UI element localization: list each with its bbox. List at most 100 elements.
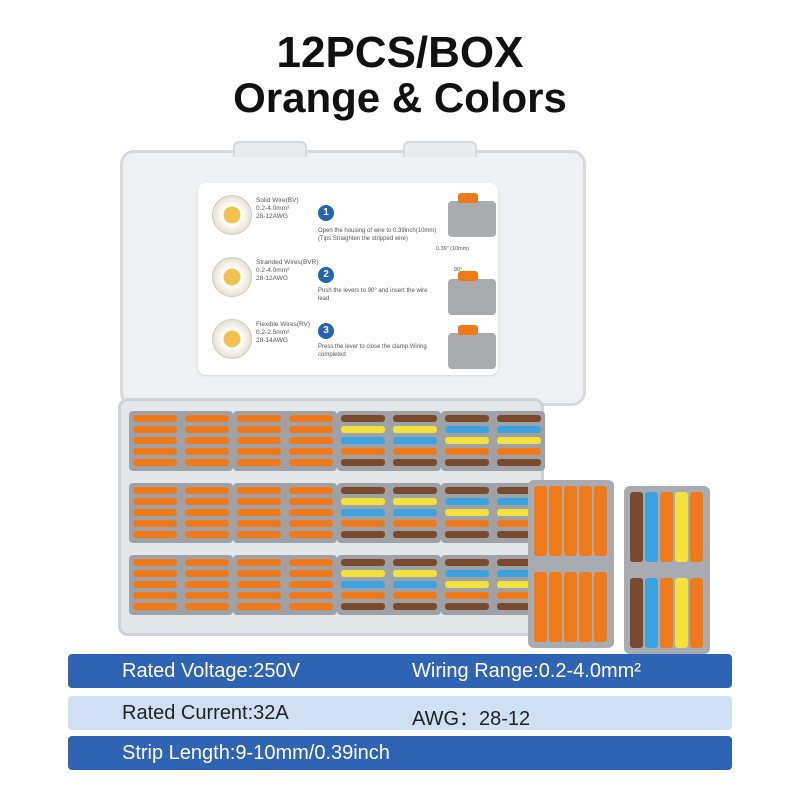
connector-lever — [675, 492, 688, 562]
connector-block — [337, 411, 441, 471]
connector-block — [441, 555, 545, 615]
connector-lever — [237, 415, 281, 422]
rated-voltage: Rated Voltage:250V — [122, 660, 300, 682]
connector-lever — [497, 559, 541, 566]
connector-lever — [564, 572, 577, 642]
connector-lever — [564, 486, 577, 556]
connector-block — [441, 483, 545, 543]
connector-block — [129, 555, 233, 615]
connector-lever — [185, 437, 229, 444]
connector-lever — [393, 603, 437, 610]
connector-lever — [341, 426, 385, 433]
connector-lever — [133, 509, 177, 516]
connector-lever — [237, 459, 281, 466]
strip-length: Strip Length:9-10mm/0.39inch — [122, 742, 390, 764]
spec-row-strip: Strip Length:9-10mm/0.39inch — [68, 736, 732, 770]
connector-lever — [289, 559, 333, 566]
step-text: Push the levers to 90° and insert the wi… — [318, 288, 428, 302]
connector-lever — [341, 559, 385, 566]
connector-lever — [445, 559, 489, 566]
wire-spec-flexible: Flexible Wires(RV) 0.2-2.5mm² 28-14AWG — [256, 321, 311, 344]
connector-lever — [133, 498, 177, 505]
connector-lever — [393, 487, 437, 494]
connector-lever — [630, 578, 643, 648]
connector-lever — [185, 520, 229, 527]
connector-lever — [289, 570, 333, 577]
connector-lever — [289, 459, 333, 466]
connector-lever — [445, 570, 489, 577]
instruction-card: Solid Wire(BV) 0.2-4.0mm² 28-12AWG Stran… — [198, 183, 498, 375]
connector-lever — [185, 581, 229, 588]
connector-lever — [497, 426, 541, 433]
connector-lever — [549, 572, 562, 642]
connector-lever — [289, 520, 333, 527]
connector-diagram-open — [448, 193, 496, 237]
connector-lever — [630, 492, 643, 562]
connector-lever — [237, 487, 281, 494]
connector-lever — [289, 437, 333, 444]
connector-lever — [185, 603, 229, 610]
connector-lever — [341, 531, 385, 538]
connector-lever — [341, 581, 385, 588]
connector-block — [129, 411, 233, 471]
connector-lever — [445, 437, 489, 444]
connector-lever — [497, 592, 541, 599]
connector-lever — [185, 570, 229, 577]
connector-lever — [690, 578, 703, 648]
connector-lever — [393, 581, 437, 588]
headline-quantity: 12PCS/BOX — [276, 28, 524, 77]
connector-lever — [133, 437, 177, 444]
connector-lever — [341, 509, 385, 516]
connector-lever — [534, 572, 547, 642]
connector-lever — [133, 531, 177, 538]
connector-block — [233, 411, 337, 471]
connector-lever — [497, 603, 541, 610]
connector-lever — [445, 459, 489, 466]
connector-lever — [497, 415, 541, 422]
connector-lever — [133, 415, 177, 422]
connector-lever — [185, 459, 229, 466]
connector-lever — [393, 459, 437, 466]
connector-lever — [341, 520, 385, 527]
connector-lever — [445, 498, 489, 505]
connector-lever — [289, 448, 333, 455]
flexible-wire-icon — [212, 319, 252, 359]
connector-lever — [497, 509, 541, 516]
connector-lever — [497, 531, 541, 538]
connector-lever — [341, 570, 385, 577]
connector-lever — [341, 459, 385, 466]
solid-wire-icon — [212, 195, 252, 235]
connector-lever — [393, 448, 437, 455]
loose-connector-colors — [624, 486, 710, 654]
connector-lever — [445, 448, 489, 455]
connector-lever — [133, 487, 177, 494]
connector-lever — [675, 578, 688, 648]
wire-spec-solid: Solid Wire(BV) 0.2-4.0mm² 28-12AWG — [256, 197, 299, 220]
connector-lever — [237, 531, 281, 538]
storage-box-tray — [118, 398, 545, 636]
wire-spec-stranded: Stranded Wires(BVR) 0.2-4.0mm² 28-12AWG — [256, 259, 319, 282]
connector-lever — [445, 603, 489, 610]
storage-box-lid: Solid Wire(BV) 0.2-4.0mm² 28-12AWG Stran… — [120, 141, 586, 406]
connector-lever — [237, 592, 281, 599]
connector-lever — [445, 426, 489, 433]
connector-lever — [133, 448, 177, 455]
loose-connector-orange — [528, 480, 614, 648]
step-number: 3 — [318, 323, 334, 339]
connector-lever — [289, 426, 333, 433]
connector-lever — [237, 509, 281, 516]
connector-diagram-closed — [448, 325, 496, 369]
lid-latch — [403, 141, 477, 157]
connector-lever — [393, 531, 437, 538]
connector-lever — [534, 486, 547, 556]
spec-row-voltage: Rated Voltage:250V Wiring Range:0.2-4.0m… — [68, 654, 732, 688]
connector-lever — [289, 603, 333, 610]
angle-label: 90° — [454, 267, 463, 273]
connector-lever — [579, 486, 592, 556]
connector-lever — [341, 592, 385, 599]
connector-lever — [497, 498, 541, 505]
connector-lever — [549, 486, 562, 556]
connector-lever — [289, 487, 333, 494]
connector-lever — [237, 448, 281, 455]
step-text: Press the lever to close the clamp.Wirin… — [318, 344, 427, 358]
